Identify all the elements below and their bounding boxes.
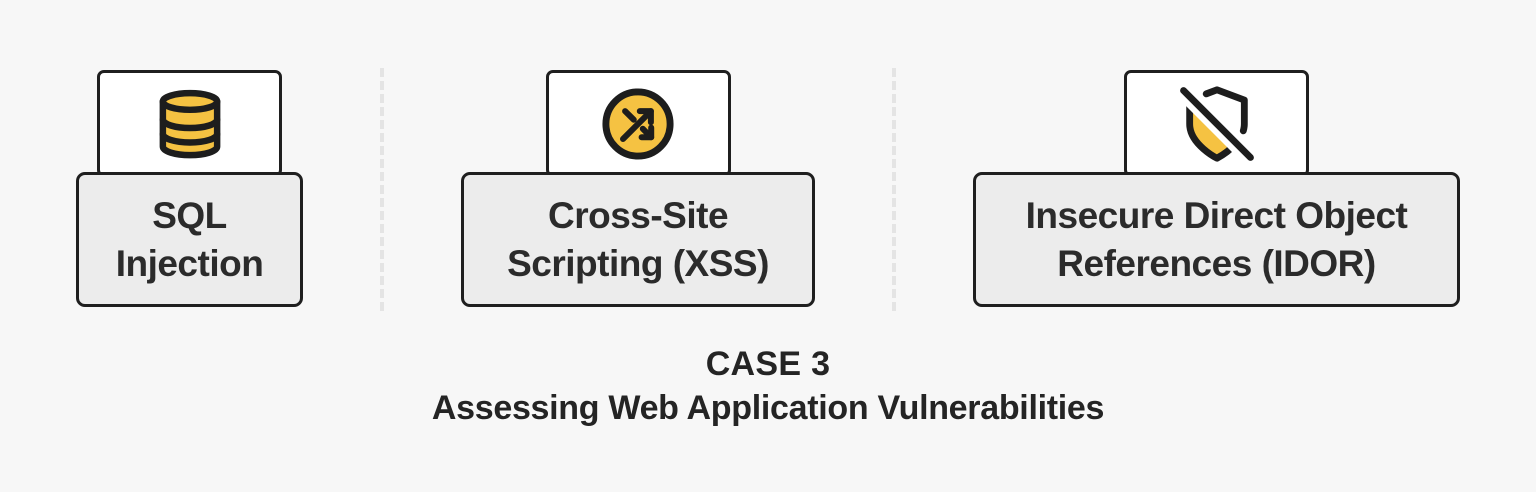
- idor-label-box: Insecure Direct Object References (IDOR): [973, 172, 1460, 307]
- caption: CASE 3 Assessing Web Application Vulnera…: [0, 342, 1536, 430]
- card-label-line: Injection: [115, 242, 264, 284]
- dashed-divider: [892, 68, 896, 312]
- caption-title: Assessing Web Application Vulnerabilitie…: [431, 389, 1105, 427]
- sql-injection-label-box: SQL Injection: [76, 172, 303, 307]
- shield-off-icon: [1175, 82, 1258, 165]
- card-label-line: Cross-Site: [547, 194, 729, 236]
- card-sql-injection: SQL Injection: [76, 70, 303, 307]
- xss-icon-box: [545, 70, 731, 177]
- crossed-arrows-circle-icon: [602, 87, 674, 160]
- case-label: CASE 3: [705, 345, 831, 383]
- sql-injection-icon-box: [97, 70, 282, 177]
- card-label-line: SQL: [152, 194, 227, 236]
- card-idor: Insecure Direct Object References (IDOR): [973, 70, 1460, 307]
- vulnerability-cards-row: SQL Injection Cross-Site Scripting (XSS): [0, 68, 1536, 312]
- card-label-line: Insecure Direct Object: [1025, 194, 1408, 236]
- card-label-line: References (IDOR): [1057, 242, 1376, 284]
- card-xss: Cross-Site Scripting (XSS): [461, 70, 815, 307]
- database-icon: [159, 89, 220, 158]
- xss-label-box: Cross-Site Scripting (XSS): [461, 172, 815, 307]
- dashed-divider: [380, 68, 384, 312]
- card-label-line: Scripting (XSS): [507, 242, 769, 284]
- idor-icon-box: [1124, 70, 1309, 177]
